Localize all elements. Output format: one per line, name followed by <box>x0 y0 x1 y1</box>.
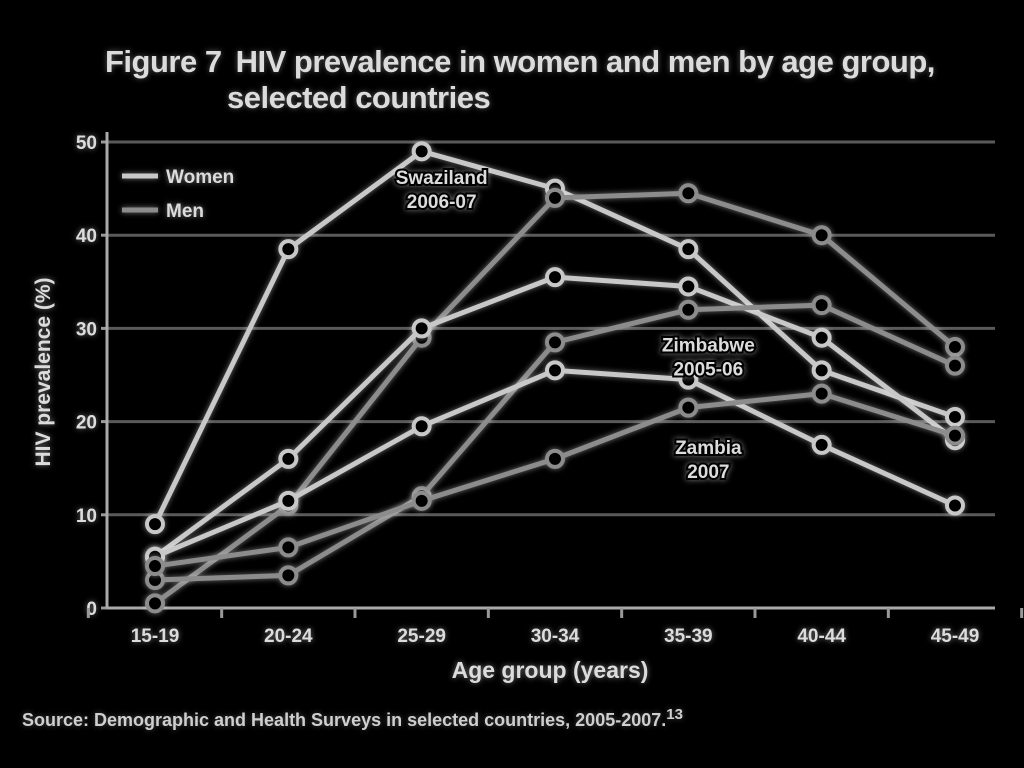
data-point <box>411 141 432 162</box>
data-point <box>678 397 699 418</box>
data-point <box>411 490 432 511</box>
data-point <box>278 537 299 558</box>
data-point <box>545 187 565 208</box>
data-point <box>678 239 699 260</box>
chart-title: Figure 7 HIV prevalence in women and men … <box>105 44 935 116</box>
y-tick-label: 50 <box>76 133 97 154</box>
legend-label: Men <box>166 201 204 222</box>
y-tick-label: 10 <box>76 506 97 527</box>
data-point <box>811 360 832 381</box>
data-point <box>545 332 565 353</box>
data-point <box>545 360 565 381</box>
annotation-label: Zimbabwe <box>662 336 755 357</box>
x-tick-label: 40-44 <box>797 626 846 647</box>
data-point <box>278 448 299 469</box>
data-point <box>678 276 699 297</box>
series-line <box>154 391 956 569</box>
data-point <box>411 318 432 339</box>
annotation-label: 2007 <box>687 462 729 483</box>
x-tick-label: 20-24 <box>264 626 313 647</box>
data-point <box>945 425 965 446</box>
annotation-label: Swaziland <box>396 168 488 189</box>
data-point <box>278 239 299 260</box>
y-tick-label: 30 <box>76 319 97 340</box>
annotation-label: 2006-07 <box>407 192 477 213</box>
x-tick-label: 30-34 <box>531 626 580 647</box>
data-point <box>145 556 165 577</box>
x-tick-label: 15-19 <box>131 626 180 647</box>
legend-label: Women <box>166 167 234 188</box>
annotation-label: Zambia <box>675 438 742 459</box>
data-point <box>145 514 165 535</box>
y-tick-label: 0 <box>86 599 97 620</box>
source-text: Source: Demographic and Health Surveys i… <box>22 710 667 730</box>
legend-item-women: Women <box>122 167 234 188</box>
y-tick-label: 20 <box>76 413 97 434</box>
data-point <box>678 183 699 204</box>
figure-label: Figure 7 <box>105 44 222 79</box>
data-point <box>411 416 432 437</box>
data-point <box>945 337 965 358</box>
data-point <box>811 225 832 246</box>
data-point <box>545 267 565 288</box>
annotation-label: 2005-06 <box>673 360 743 381</box>
data-point <box>811 295 832 316</box>
data-point <box>278 565 299 586</box>
y-tick-label: 40 <box>76 226 97 247</box>
data-point <box>945 406 965 427</box>
data-point <box>811 383 832 404</box>
x-tick-label: 25-29 <box>397 626 446 647</box>
data-point <box>678 299 699 320</box>
title-line-2: selected countries <box>227 80 491 115</box>
annotation-swaziland: Swaziland 2006-07 <box>394 166 490 215</box>
data-point <box>945 495 965 516</box>
data-point <box>811 434 832 455</box>
title-line-1: HIV prevalence in women and men by age g… <box>235 44 936 79</box>
x-axis-title: Age group (years) <box>452 657 649 683</box>
data-point <box>545 448 565 469</box>
data-point <box>811 327 832 348</box>
data-point <box>145 593 165 614</box>
legend-item-men: Men <box>122 201 204 222</box>
x-tick-label: 35-39 <box>664 626 713 647</box>
source-reference: 13 <box>666 706 683 723</box>
y-axis-title: HIV prevalence (%) <box>32 277 55 466</box>
series-zambia-men <box>145 383 965 577</box>
annotation-zimbabwe: Zimbabwe 2005-06 <box>660 334 757 383</box>
series-zimbabwe-men <box>145 295 965 591</box>
data-point <box>945 355 965 376</box>
x-tick-label: 45-49 <box>931 626 980 647</box>
annotation-zambia: Zambia 2007 <box>673 436 744 485</box>
data-point <box>278 490 299 511</box>
source-note: Source: Demographic and Health Surveys i… <box>22 706 683 731</box>
data-point <box>678 369 699 390</box>
